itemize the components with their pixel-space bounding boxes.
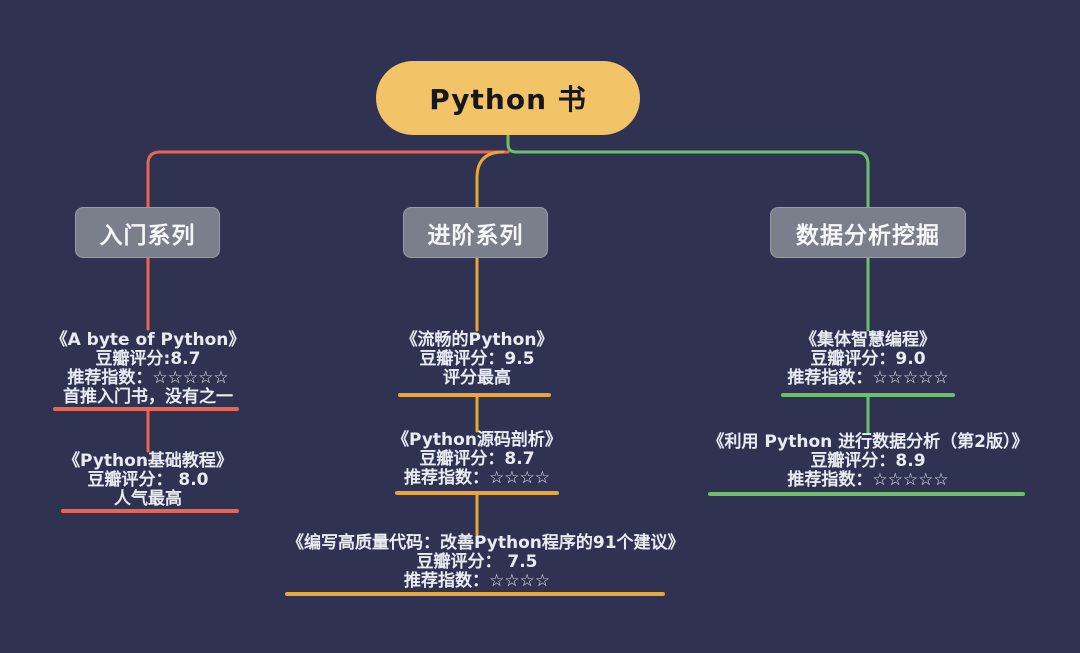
root-node-python-books[interactable]: Python 书	[376, 61, 640, 135]
connector-root-to-intro	[146, 150, 510, 210]
note: 人气最高	[114, 489, 182, 509]
note: 评分最高	[443, 368, 511, 388]
book-title: 《集体智慧编程》	[800, 330, 936, 350]
leaf-node-fluent-python[interactable]: 《流畅的Python》 豆瓣评分：9.5 评分最高	[357, 331, 597, 388]
douban-score: 豆瓣评分：8.9	[810, 451, 926, 471]
douban-score: 豆瓣评分： 8.0	[87, 470, 209, 490]
leaf-node-python-source-analysis[interactable]: 《Python源码剖析》 豆瓣评分：8.7 推荐指数：☆☆☆☆	[357, 431, 597, 488]
douban-score: 豆瓣评分：9.0	[810, 349, 926, 369]
book-title: 《编写高质量代码：改善Python程序的91个建议》	[287, 533, 685, 553]
leaf-node-writing-quality-code[interactable]: 《编写高质量代码：改善Python程序的91个建议》 豆瓣评分： 7.5 推荐指…	[287, 533, 685, 591]
book-title: 《A byte of Python》	[50, 330, 246, 350]
recommend-stars: 推荐指数：☆☆☆☆	[404, 571, 550, 591]
douban-score: 豆瓣评分：8.7	[419, 449, 535, 469]
root-node-label: Python 书	[429, 83, 587, 116]
douban-score: 豆瓣评分：9.5	[419, 349, 535, 369]
branch-node-label: 进阶系列	[427, 222, 524, 249]
branch-node-label: 入门系列	[99, 222, 196, 249]
connector-root-to-data	[506, 132, 870, 210]
leaf-node-python-for-data-analysis[interactable]: 《利用 Python 进行数据分析（第2版）》 豆瓣评分：8.9 推荐指数：☆☆…	[700, 433, 1036, 490]
leaf-node-collective-intelligence[interactable]: 《集体智慧编程》 豆瓣评分：9.0 推荐指数：☆☆☆☆☆	[748, 331, 988, 388]
connector-root-to-advanced	[475, 150, 505, 210]
note: 首推入门书，没有之一	[63, 387, 233, 407]
branch-node-advanced-series[interactable]: 进阶系列	[403, 207, 548, 258]
leaf-node-a-byte-of-python[interactable]: 《A byte of Python》 豆瓣评分:8.7 推荐指数：☆☆☆☆☆ 首…	[28, 331, 268, 407]
book-title: 《Python源码剖析》	[392, 430, 562, 450]
douban-score: 豆瓣评分： 7.5	[416, 552, 538, 572]
recommend-stars: 推荐指数：☆☆☆☆☆	[787, 470, 949, 490]
leaf-node-python-basics-tutorial[interactable]: 《Python基础教程》 豆瓣评分： 8.0 人气最高	[28, 452, 268, 509]
branch-node-label: 数据分析挖掘	[796, 222, 940, 249]
book-title: 《Python基础教程》	[63, 451, 233, 471]
douban-score: 豆瓣评分:8.7	[95, 349, 201, 369]
book-title: 《利用 Python 进行数据分析（第2版）》	[707, 432, 1029, 452]
branch-node-data-analysis[interactable]: 数据分析挖掘	[770, 207, 966, 258]
branch-node-intro-series[interactable]: 入门系列	[75, 207, 220, 258]
book-title: 《流畅的Python》	[400, 330, 554, 350]
recommend-stars: 推荐指数：☆☆☆☆	[404, 468, 550, 488]
recommend-stars: 推荐指数：☆☆☆☆☆	[787, 368, 949, 388]
recommend-stars: 推荐指数：☆☆☆☆☆	[67, 368, 229, 388]
